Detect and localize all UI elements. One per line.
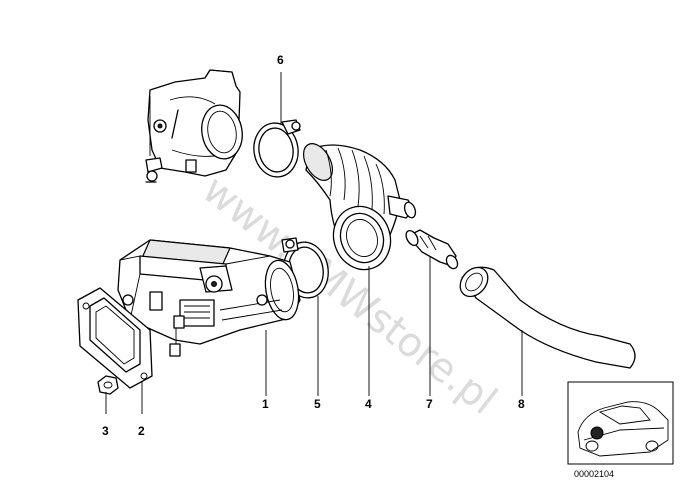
callout-3: 3: [102, 424, 109, 438]
nut-illustration: [97, 375, 119, 395]
locator-dot-icon: [590, 426, 604, 440]
callout-7: 7: [426, 397, 433, 411]
callout-6: 6: [277, 53, 284, 67]
throttle-housing-illustration: [145, 69, 243, 183]
air-flow-meter-illustration: [117, 239, 301, 357]
callout-2: 2: [138, 424, 145, 438]
hose-clamp-upper-illustration: [253, 119, 301, 178]
gasket-illustration: [77, 287, 153, 389]
callout-5: 5: [314, 397, 321, 411]
callout-8: 8: [518, 397, 525, 411]
rubber-boot-illustration: [302, 143, 417, 271]
thumbnail-reference: 00002104: [574, 469, 614, 479]
leader-lines: [105, 72, 523, 414]
vent-hose-illustration: [459, 266, 636, 369]
vehicle-locator-thumbnail: 00002104: [567, 381, 674, 479]
callout-1: 1: [262, 397, 269, 411]
vent-valve-illustration: [405, 229, 459, 270]
callout-4: 4: [365, 397, 372, 411]
